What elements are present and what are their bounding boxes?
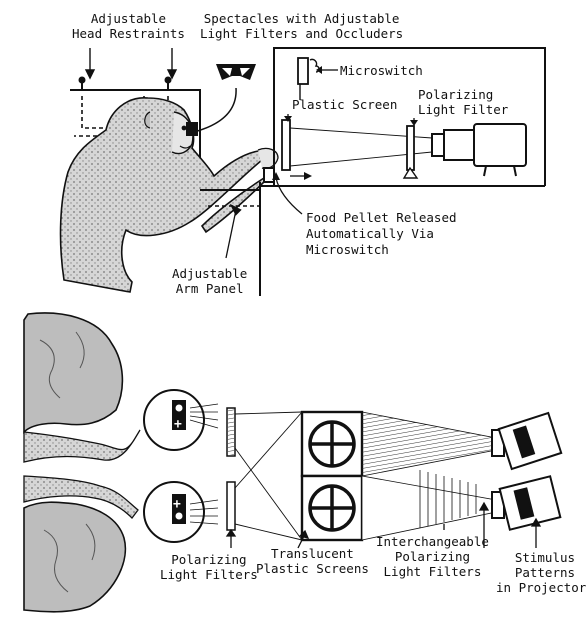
label-translucent-screens: Translucent Plastic Screens [256, 546, 369, 576]
label-head-restraints-line1: Adjustable [90, 11, 167, 26]
label-food-pellet: Food Pellet Released Automatically Via M… [306, 210, 457, 258]
head-block [186, 122, 198, 136]
monkey-figure [59, 97, 279, 293]
label-food-pellet-line1: Food Pellet Released [306, 210, 457, 225]
label-stimulus-patterns-line2: Patterns [514, 565, 576, 580]
brain-upper [23, 312, 124, 434]
label-arm-panel-line1: Adjustable [172, 266, 248, 281]
projector-lower [491, 475, 562, 531]
microswitch-device [297, 57, 320, 100]
label-microswitch-text: Microswitch [340, 63, 423, 78]
projector-upper [491, 411, 563, 471]
label-stimulus-patterns-line3: in Projectors [496, 580, 587, 595]
label-microswitch: Microswitch [340, 63, 423, 78]
label-polarizing-filters: Polarizing Light Filters [160, 552, 258, 582]
label-head-restraints-line2: Head Restraints [72, 26, 185, 41]
label-arm-panel: Adjustable Arm Panel [172, 266, 247, 296]
label-polarizing-filters-line2: Light Filters [160, 567, 258, 582]
food-pellet-arrow [275, 177, 303, 215]
spectacles-arrow [193, 87, 237, 133]
beam-lower-lines [419, 470, 477, 528]
bottom-label-arrows [225, 501, 542, 549]
arm-panel [200, 182, 261, 296]
label-interchangeable-filters-line2: Polarizing [394, 549, 471, 564]
label-food-pellet-line2: Automatically Via [306, 226, 434, 241]
label-interchangeable-filters: Interchangeable Polarizing Light Filters [376, 534, 489, 579]
label-stimulus-patterns-line1: Stimulus [514, 550, 576, 565]
optic-fibers [23, 429, 141, 519]
light-paths [234, 411, 303, 541]
label-interchangeable-filters-line3: Light Filters [383, 564, 482, 579]
label-arm-panel-line2: Arm Panel [175, 281, 244, 296]
label-spectacles: Spectacles with Adjustable Light Filters… [200, 11, 403, 41]
near-filter-lower [226, 481, 236, 531]
eye-view-upper: + [143, 389, 219, 451]
label-translucent-screens-line2: Plastic Screens [256, 561, 369, 576]
translucent-screens [300, 410, 364, 542]
label-plastic-screen: Plastic Screen [292, 97, 397, 112]
brain-lower [23, 501, 127, 613]
polarizing-filter-top [402, 118, 419, 179]
label-spectacles-line1: Spectacles with Adjustable [203, 11, 400, 26]
label-spectacles-line2: Light Filters and Occluders [200, 26, 404, 41]
plastic-screen [281, 114, 312, 180]
spectacles-icon [216, 64, 256, 80]
head-restraint-arrows [84, 48, 178, 80]
label-plastic-screen-text: Plastic Screen [292, 97, 398, 112]
label-stimulus-patterns: Stimulus Patterns in Projectors [496, 550, 587, 595]
eye-view-lower: + [143, 481, 219, 543]
label-polarizing-filter-top: Polarizing Light Filter [418, 87, 508, 117]
projector-top [431, 123, 527, 177]
label-polarizing-filter-top-line1: Polarizing [418, 87, 494, 102]
label-polarizing-filter-top-line2: Light Filter [418, 102, 509, 117]
beam-upper [361, 411, 497, 477]
svg-text:+: + [174, 417, 182, 432]
label-polarizing-filters-line1: Polarizing [171, 552, 247, 567]
label-interchangeable-filters-line1: Interchangeable [376, 534, 489, 549]
label-head-restraints: Adjustable Head Restraints [72, 11, 185, 41]
chamber-box [260, 47, 546, 187]
near-filter-upper-fill [228, 409, 234, 455]
svg-text:+: + [173, 497, 181, 512]
label-translucent-screens-line1: Translucent [271, 546, 354, 561]
label-food-pellet-line3: Microswitch [306, 242, 389, 257]
